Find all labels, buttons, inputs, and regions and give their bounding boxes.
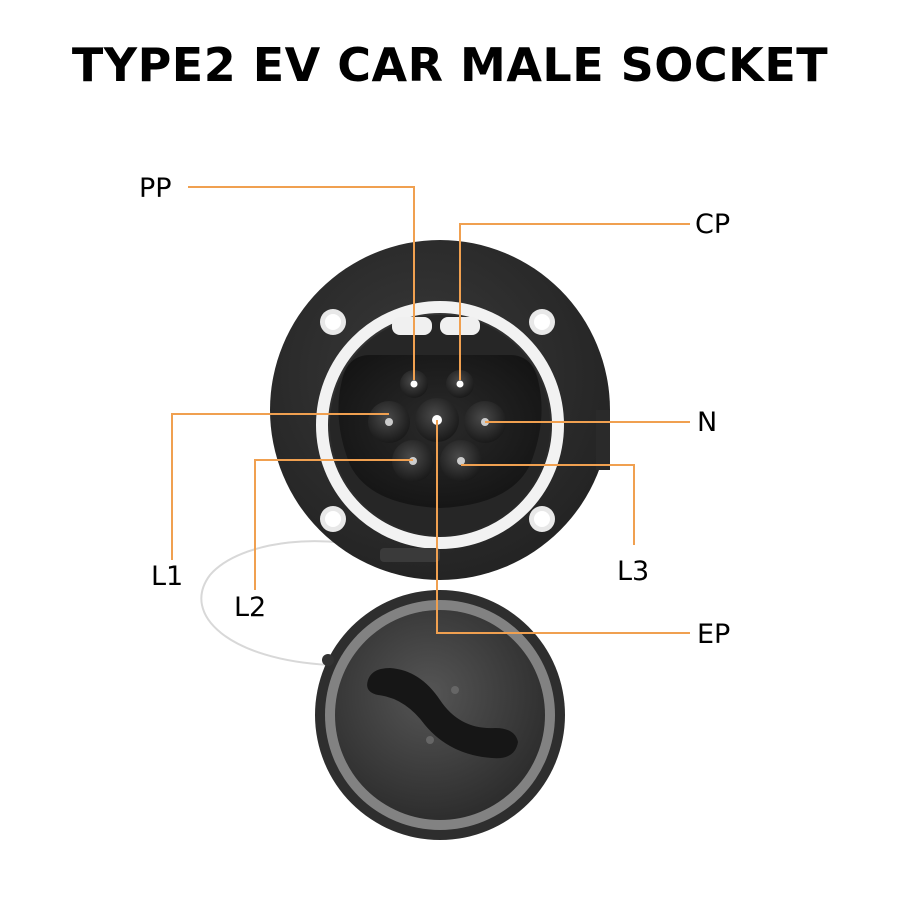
mounting-hole [529,309,555,335]
tether-cord [200,540,393,666]
mounting-hole [320,309,346,335]
leader-line-pp [188,186,415,380]
leader-line-cp [459,223,690,380]
protective-cap [315,590,565,840]
label-pp: PP [139,173,172,204]
pin-cp [446,370,474,398]
page-title: TYPE2 EV CAR MALE SOCKET [71,38,829,92]
label-n: N [697,407,717,438]
cap-hinge [380,548,440,562]
leader-lines [171,186,690,634]
leader-line-l2 [254,459,413,590]
leader-line-l1 [171,413,389,560]
leader-line-ep [436,420,690,634]
label-l3: L3 [617,556,649,587]
pin-l1 [368,401,410,443]
label-l2: L2 [234,592,266,623]
mounting-hole [320,506,346,532]
label-ep: EP [697,619,730,650]
leader-line-l3 [461,464,635,545]
label-cp: CP [695,209,730,240]
pin-l3 [440,440,482,482]
mounting-hole [529,506,555,532]
pin-pp [400,370,428,398]
light-ring [316,301,564,549]
label-l1: L1 [151,561,183,592]
cap-grip [367,668,518,759]
